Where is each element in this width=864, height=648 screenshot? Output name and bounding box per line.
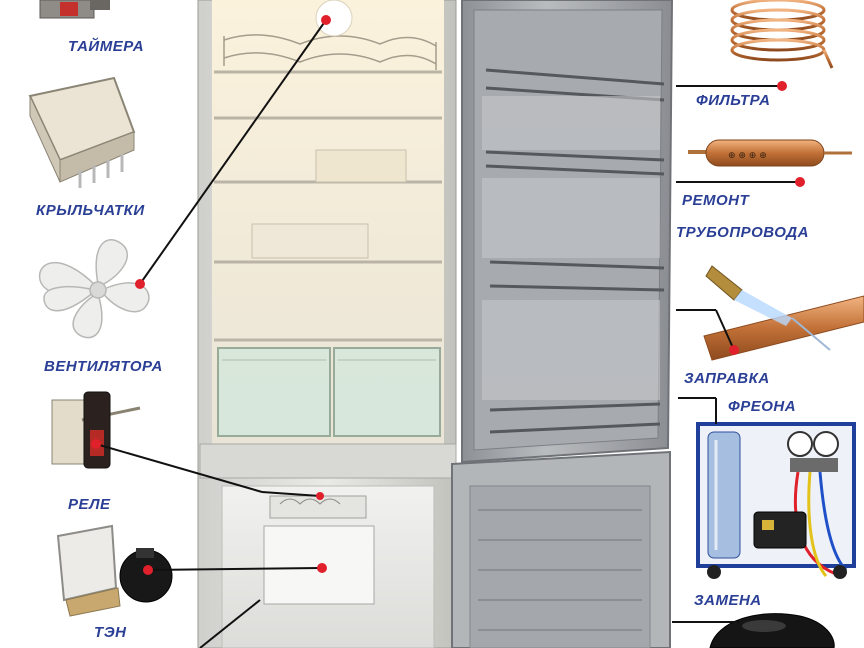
label-freon-line1: ЗАПРАВКА [684,370,770,387]
callout-dots [91,15,805,575]
thermostat-relay-icon [51,391,141,469]
refrigerant-station-icon [696,422,856,579]
freezer-door [451,450,671,648]
label-timer: ТАЙМЕРА [68,38,145,55]
label-pipe-repair-line1: РЕМОНТ [682,192,750,209]
timer-module-icon [39,0,110,19]
label-heater: ТЭН [94,624,127,641]
compressor-icon [709,613,835,648]
crisper-drawers [217,347,441,437]
fridge-open-icon [197,0,674,648]
label-replace: ЗАМЕНА [694,592,762,609]
callout-lines [95,19,800,648]
label-impeller: КРЫЛЬЧАТКИ [36,202,145,219]
svg-text:⊕ ⊕ ⊕ ⊕: ⊕ ⊕ ⊕ ⊕ [728,151,767,161]
fridge-door [461,0,674,464]
defrost-timer-icon [28,76,136,188]
label-relay: РЕЛЕ [68,496,111,513]
brazing-torch-icon [703,265,864,361]
filter-drier-icon: ⊕ ⊕ ⊕ ⊕ [688,139,852,167]
label-freon-line2: ФРЕОНА [728,398,797,415]
capillary-coil-icon [730,0,834,69]
fan-blade-icon [38,238,150,339]
label-fan: ВЕНТИЛЯТОРА [44,358,163,375]
label-pipe-repair-line2: ТРУБОПРОВОДА [676,224,809,241]
label-filter: ФИЛЬТРА [696,92,771,109]
compressor-relay-icon [56,524,173,617]
